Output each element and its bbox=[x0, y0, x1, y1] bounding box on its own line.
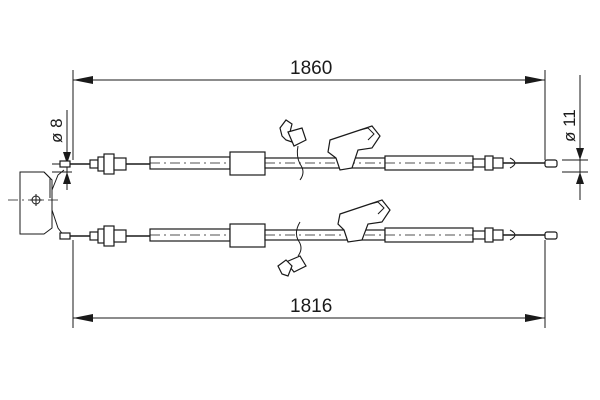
bottom-length-label: 1816 bbox=[290, 296, 332, 317]
top-cable bbox=[59, 119, 558, 181]
right-diameter-dimension: ø 11 bbox=[560, 75, 588, 200]
bottom-cable bbox=[59, 199, 558, 277]
left-diameter-label: ø 8 bbox=[47, 118, 66, 143]
top-length-label: 1860 bbox=[290, 58, 332, 79]
top-length-dimension: 1860 bbox=[72, 58, 546, 160]
right-diameter-label: ø 11 bbox=[560, 109, 579, 142]
bottom-length-dimension: 1816 bbox=[72, 240, 546, 328]
left-diameter-dimension: ø 8 bbox=[47, 110, 72, 190]
equalizer-bracket bbox=[8, 169, 65, 237]
